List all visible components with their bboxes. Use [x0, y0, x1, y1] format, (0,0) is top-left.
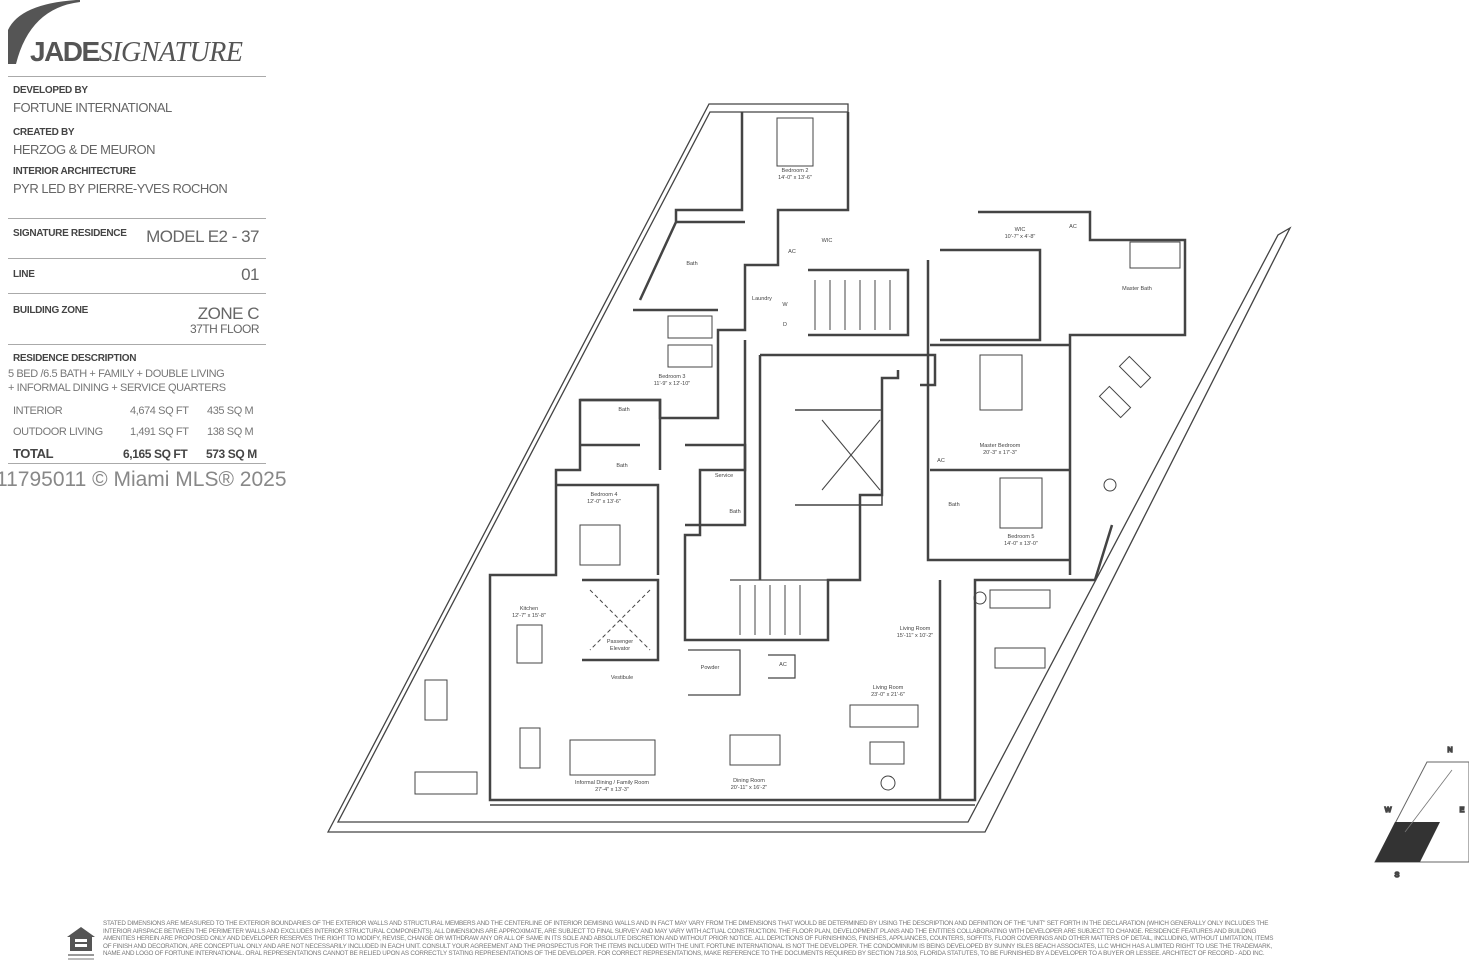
area-sqm: 138 SQ M	[207, 426, 254, 438]
room-label: Kitchen	[520, 606, 538, 612]
room-label: Bath	[729, 509, 740, 515]
floor-value: 37TH FLOOR	[189, 322, 260, 336]
equal-housing-icon	[67, 927, 95, 960]
area-name: OUTDOOR LIVING	[13, 426, 103, 438]
interior-architecture-label: INTERIOR ARCHITECTURE	[13, 166, 136, 177]
area-sqft: 6,165 SQ FT	[123, 447, 188, 461]
area-sqm: 435 SQ M	[207, 405, 254, 417]
mls-watermark: 11795011 © Miami MLS® 2025	[0, 468, 287, 491]
room-label: Bedroom 3	[659, 374, 686, 380]
area-name: INTERIOR	[13, 405, 63, 417]
disclaimer-line: AMENITIES HEREIN ARE PROPOSED ONLY AND D…	[103, 935, 1274, 943]
area-name: TOTAL	[13, 446, 54, 461]
room-dimension: 12'-0" x 13'-6"	[587, 499, 621, 505]
residence-label: SIGNATURE RESIDENCE	[13, 228, 127, 239]
room-label: Bedroom 5	[1008, 534, 1035, 540]
room-label: AC	[788, 249, 796, 255]
compass-key-plan: N E S W	[1374, 746, 1469, 880]
description-line: + INFORMAL DINING + SERVICE QUARTERS	[8, 382, 226, 394]
room-label: Passenger	[607, 639, 633, 645]
creator-value: HERZOG & DE MEURON	[13, 142, 155, 157]
divider	[8, 344, 266, 345]
zone-label: BUILDING ZONE	[13, 305, 88, 316]
stairs	[589, 280, 891, 651]
room-label: Dining Room	[733, 778, 765, 784]
room-label: Powder	[701, 665, 720, 671]
disclaimer-line: STATED DIMENSIONS ARE MEASURED TO THE EX…	[103, 920, 1269, 927]
room-dimension: 27'-4" x 13'-3"	[595, 787, 629, 793]
divider	[8, 293, 266, 294]
room-label: D	[783, 322, 787, 328]
divider	[8, 218, 266, 219]
room-label: Bath	[686, 261, 697, 267]
room-label: AC	[1069, 224, 1077, 230]
brand-logo: JADESIGNATURE	[30, 36, 243, 68]
legal-disclaimer: STATED DIMENSIONS ARE MEASURED TO THE EX…	[103, 920, 1469, 958]
disclaimer-line: INTERIOR AIRSPACE BETWEEN THE PERIMETER …	[103, 927, 1257, 935]
walls	[488, 112, 1187, 806]
line-label: LINE	[13, 269, 35, 280]
room-labels: Bedroom 2 14'-0" x 13'-6" WIC AC Bath La…	[512, 168, 1152, 793]
creator-label: CREATED BY	[13, 127, 75, 138]
description-line: 5 BED /6.5 BATH + FAMILY + DOUBLE LIVING	[8, 368, 225, 380]
room-label: Bath	[618, 407, 629, 413]
residence-model: MODEL E2 - 37	[146, 227, 259, 246]
room-label: Bath	[948, 502, 959, 508]
area-sqft: 4,674 SQ FT	[130, 405, 189, 417]
logo-arc	[8, 0, 80, 64]
room-label: Vestibule	[611, 675, 633, 681]
description-label: RESIDENCE DESCRIPTION	[13, 353, 137, 364]
room-label: Elevator	[610, 646, 630, 652]
room-label: WIC	[1015, 227, 1026, 233]
compass-south: S	[1395, 872, 1400, 879]
disclaimer-line: OF FINISH AND DECORATION, ARE CONCEPTUAL…	[103, 942, 1272, 950]
room-dimension: 14'-0" x 13'-0"	[1004, 541, 1038, 547]
zone-value: ZONE C	[197, 304, 260, 323]
room-label: Master Bedroom	[980, 443, 1021, 449]
divider	[8, 76, 266, 77]
room-label: Laundry	[752, 296, 772, 302]
room-dimension: 10'-7" x 4'-8"	[1005, 234, 1036, 240]
compass-north: N	[1447, 747, 1452, 754]
room-dimension: 14'-0" x 13'-6"	[778, 175, 812, 181]
room-dimension: 20'-3" x 17'-3"	[983, 450, 1017, 456]
room-label: Service	[715, 473, 733, 479]
room-label: Informal Dining / Family Room	[575, 780, 649, 786]
room-dimension: 23'-0" x 21'-6"	[871, 692, 905, 698]
room-label: AC	[779, 662, 787, 668]
developer-label: DEVELOPED BY	[13, 85, 88, 96]
area-sqft: 1,491 SQ FT	[130, 426, 189, 438]
room-label: WIC	[822, 238, 833, 244]
developer-value: FORTUNE INTERNATIONAL	[13, 100, 172, 115]
room-label: Living Room	[900, 626, 931, 632]
interior-architecture-value: PYR LED BY PIERRE-YVES ROCHON	[13, 181, 228, 196]
room-label: Bath	[616, 463, 627, 469]
room-dimension: 15'-11" x 10'-2"	[897, 633, 934, 639]
line-value: 01	[241, 265, 259, 284]
room-label: Bedroom 4	[591, 492, 618, 498]
room-label: Living Room	[873, 685, 904, 691]
disclaimer-line: NAME AND LOGO OF FORTUNE INTERNATIONAL. …	[103, 950, 1265, 958]
compass-west: W	[1385, 807, 1392, 814]
room-label: AC	[937, 458, 945, 464]
room-dimension: 11'-9" x 12'-10"	[654, 381, 691, 387]
divider	[8, 463, 266, 464]
divider	[8, 258, 266, 259]
area-sqm: 573 SQ M	[206, 447, 257, 461]
room-label: Bedroom 2	[782, 168, 809, 174]
compass-east: E	[1460, 807, 1465, 814]
room-dimension: 20'-11" x 16'-2"	[731, 785, 768, 791]
room-label: W	[782, 302, 788, 308]
room-dimension: 12'-7" x 15'-8"	[512, 613, 546, 619]
terrace-outline	[326, 103, 1292, 833]
furniture	[414, 117, 1181, 795]
room-label: Master Bath	[1122, 286, 1152, 292]
